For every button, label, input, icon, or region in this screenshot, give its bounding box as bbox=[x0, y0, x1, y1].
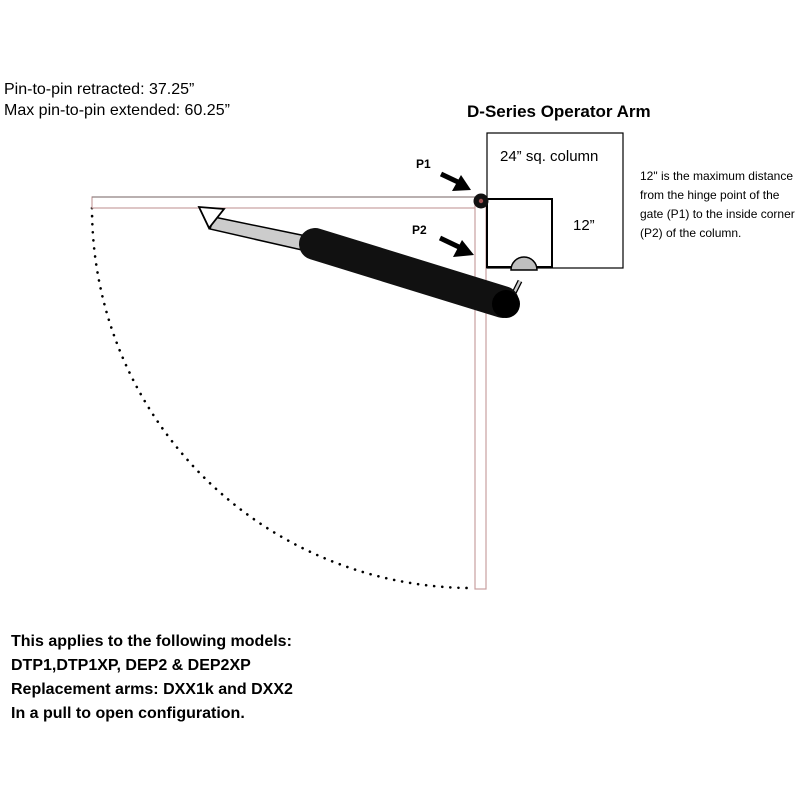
p2-label: P2 bbox=[412, 223, 427, 237]
spec-retracted: Pin-to-pin retracted: 37.25” bbox=[4, 81, 195, 98]
p1-arrow bbox=[439, 171, 471, 191]
gate-open-position bbox=[91, 196, 478, 209]
models-info: This applies to the following models: DT… bbox=[11, 630, 293, 726]
note-line: from the hinge point of the bbox=[640, 188, 780, 202]
column-label: 24” sq. column bbox=[500, 148, 598, 165]
actuator-cylinder bbox=[299, 228, 519, 318]
gate-closed-position bbox=[474, 201, 487, 590]
p2-arrow bbox=[438, 235, 474, 257]
spec-extended: Max pin-to-pin extended: 60.25” bbox=[4, 102, 230, 119]
inner-square bbox=[486, 198, 553, 268]
note-line: gate (P1) to the inside corner bbox=[640, 207, 795, 221]
models-line: This applies to the following models: bbox=[11, 633, 292, 650]
p1-label: P1 bbox=[416, 157, 431, 171]
gate-swing-arc bbox=[90, 206, 472, 590]
piston-rod bbox=[209, 216, 307, 251]
column-bracket bbox=[510, 256, 538, 271]
note-line: (P2) of the column. bbox=[640, 226, 742, 240]
note-line: 12" is the maximum distance bbox=[640, 169, 793, 183]
models-line: In a pull to open configuration. bbox=[11, 705, 245, 722]
rod-end-clevis bbox=[197, 205, 226, 230]
models-line: Replacement arms: DXX1k and DXX2 bbox=[11, 681, 293, 698]
models-line: DTP1,DTP1XP, DEP2 & DEP2XP bbox=[11, 657, 251, 674]
diagram-title: D-Series Operator Arm bbox=[467, 102, 651, 121]
inner-square-label: 12” bbox=[573, 217, 595, 234]
distance-note: 12" is the maximum distance from the hin… bbox=[640, 167, 800, 243]
